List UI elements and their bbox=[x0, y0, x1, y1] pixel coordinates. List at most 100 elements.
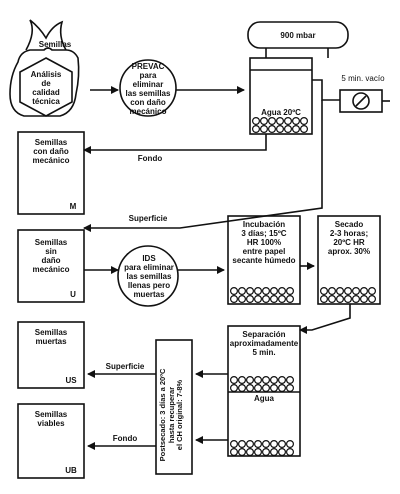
seed-dot bbox=[254, 295, 263, 304]
seed-dot bbox=[278, 440, 287, 449]
seed-dot bbox=[238, 376, 247, 385]
box-u bbox=[17, 229, 85, 303]
seed-dot bbox=[260, 116, 269, 125]
seed-bag-shape bbox=[9, 47, 80, 117]
seed-dot bbox=[262, 376, 271, 385]
seed-dot bbox=[238, 448, 247, 457]
seed-dot bbox=[254, 448, 263, 457]
seed-dot bbox=[260, 124, 269, 133]
box-ub-line: viables bbox=[37, 419, 65, 428]
ids-line: las semillas bbox=[126, 272, 172, 281]
seed-dot bbox=[286, 448, 295, 457]
seed-dot bbox=[246, 448, 255, 457]
seed-dot bbox=[276, 116, 285, 125]
analysis-line: Análisis bbox=[30, 70, 62, 79]
arrow-label-superficie-1: Superficie bbox=[128, 214, 168, 223]
seed-dot bbox=[262, 295, 271, 304]
ids-line: IDS bbox=[142, 254, 156, 263]
seed-dot bbox=[344, 295, 353, 304]
seed-dot bbox=[230, 384, 239, 393]
incubation-line: 3 días; 15ºC bbox=[241, 229, 287, 238]
box-m-line: Semillas bbox=[34, 138, 68, 147]
seed-dot bbox=[278, 448, 287, 457]
seed-dot bbox=[300, 124, 309, 133]
seed-dot bbox=[368, 287, 377, 296]
seed-dot bbox=[262, 448, 271, 457]
seed-dot bbox=[292, 124, 301, 133]
seed-dot bbox=[254, 440, 263, 449]
seed-dot bbox=[344, 287, 353, 296]
arrow-label-fondo-2: Fondo bbox=[112, 434, 138, 443]
seed-dot bbox=[262, 440, 271, 449]
seed-dot bbox=[320, 287, 329, 296]
arrow-label-superficie-2: Superficie bbox=[105, 362, 145, 371]
drying-box bbox=[317, 215, 381, 305]
seed-dot bbox=[230, 376, 239, 385]
seed-dot bbox=[336, 295, 345, 304]
box-us-line: Semillas bbox=[34, 328, 68, 337]
prevac-circle bbox=[119, 59, 177, 117]
box-m-code: M bbox=[69, 202, 77, 211]
analysis-line: calidad bbox=[32, 88, 60, 97]
seed-dot bbox=[286, 384, 295, 393]
prevac-line: con daño bbox=[130, 98, 166, 107]
prevac-line: PREVAC bbox=[131, 62, 165, 71]
box-ub-line: Semillas bbox=[34, 410, 68, 419]
box-m-line: con daño bbox=[33, 147, 69, 156]
bag-title: Semillas bbox=[38, 40, 72, 49]
box-us-label: Semillas muertas bbox=[22, 328, 80, 346]
seed-dot bbox=[246, 287, 255, 296]
seed-dot bbox=[336, 287, 345, 296]
seed-dot bbox=[262, 287, 271, 296]
incubation-box bbox=[227, 215, 301, 305]
box-u-line: Semillas bbox=[34, 238, 68, 247]
ids-line: llenas pero bbox=[127, 281, 171, 290]
analysis-hexagon bbox=[19, 57, 73, 117]
seed-dot bbox=[278, 295, 287, 304]
box-u-code: U bbox=[70, 290, 76, 299]
seed-dot bbox=[270, 295, 279, 304]
seed-dot bbox=[360, 287, 369, 296]
seed-dot bbox=[278, 384, 287, 393]
seed-dot bbox=[238, 295, 247, 304]
seed-dot bbox=[246, 295, 255, 304]
incubation-label: Incubación 3 días; 15ºC HR 100% entre pa… bbox=[230, 220, 298, 265]
water-temp-label: Agua 20ºC bbox=[261, 108, 301, 117]
box-ub-code: UB bbox=[65, 466, 77, 475]
seed-dot bbox=[300, 116, 309, 125]
incubation-line: entre papel bbox=[242, 247, 286, 256]
seed-dot bbox=[360, 295, 369, 304]
water-label: Agua bbox=[254, 394, 274, 403]
box-m-label: Semillas con daño mecánico bbox=[22, 138, 80, 165]
seed-dot bbox=[328, 295, 337, 304]
prevac-line: para bbox=[139, 71, 157, 80]
seed-dot bbox=[238, 384, 247, 393]
separation-line: 5 min. bbox=[252, 348, 276, 357]
prevac-line: las semillas bbox=[125, 89, 171, 98]
seed-dot bbox=[292, 116, 301, 125]
arrow-label-fondo-1: Fondo bbox=[137, 154, 163, 163]
incubation-line: HR 100% bbox=[246, 238, 282, 247]
incubation-line: Incubación bbox=[242, 220, 286, 229]
seed-dot bbox=[276, 124, 285, 133]
box-m bbox=[17, 131, 85, 215]
prevac-label: PREVAC para eliminar las semillas con da… bbox=[120, 62, 176, 116]
seed-dot bbox=[246, 440, 255, 449]
seed-dot bbox=[238, 440, 247, 449]
box-ub-label: Semillas viables bbox=[22, 410, 80, 428]
vacuum-time-label: 5 min. vacío bbox=[341, 74, 385, 83]
box-us-line: muertas bbox=[35, 337, 67, 346]
drying-line: 20ºC HR bbox=[333, 238, 365, 247]
seed-dot bbox=[252, 124, 261, 133]
analysis-line: técnica bbox=[32, 97, 60, 106]
postdrying-line: el CH original: 7-8% bbox=[175, 379, 184, 451]
seed-dot bbox=[270, 384, 279, 393]
prevac-line: mecánico bbox=[129, 107, 167, 116]
prevac-line: eliminar bbox=[132, 80, 164, 89]
seed-dot bbox=[238, 287, 247, 296]
seed-dot bbox=[320, 295, 329, 304]
ids-line: muertas bbox=[133, 290, 165, 299]
seed-dot bbox=[352, 295, 361, 304]
separation-line: Separación bbox=[242, 330, 286, 339]
seed-dot bbox=[268, 116, 277, 125]
